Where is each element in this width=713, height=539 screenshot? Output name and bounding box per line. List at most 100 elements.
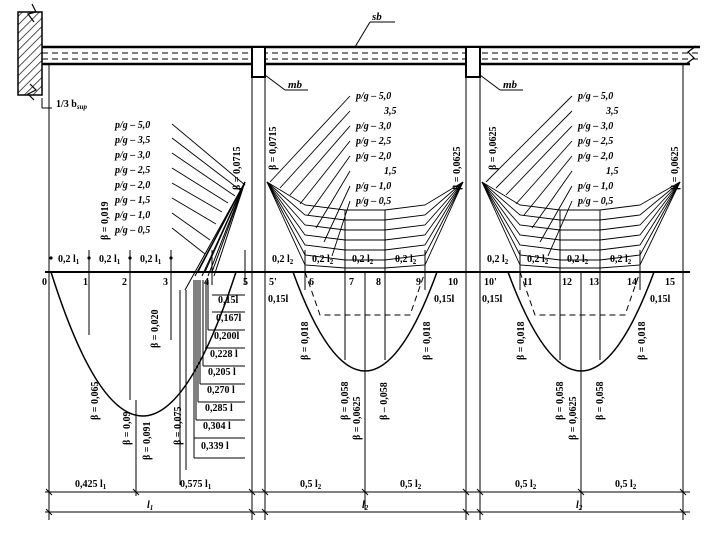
- ratio-span1-7: p/g – 1,0: [114, 210, 150, 221]
- beta-065: β = 0,065: [90, 382, 101, 420]
- svg-text:0,2 l2: 0,2 l2: [610, 254, 632, 266]
- beta-058-a: β = 0,058: [340, 382, 351, 420]
- beam-label-2: mb: [503, 79, 518, 91]
- svg-text:0,2 l2: 0,2 l2: [312, 254, 334, 266]
- point-0: 0: [42, 277, 47, 288]
- ratio-span1-5: p/g – 2,0: [114, 180, 150, 191]
- wall-support: [17, 3, 43, 101]
- svg-text:0,2 l1: 0,2 l1: [140, 254, 162, 266]
- beta-0625-a: β = 0,0625: [452, 147, 463, 190]
- span1-zero-dims: [179, 280, 245, 485]
- bottom-dim-2: 0,575 l1: [180, 479, 212, 491]
- ratio-span3-8: p/g – 0,5: [577, 196, 613, 207]
- slab: [42, 45, 700, 66]
- svg-text:0,2 l2: 0,2 l2: [352, 254, 374, 266]
- span-length-3: l2: [576, 500, 583, 512]
- point-2: 2: [122, 277, 127, 288]
- span3-ratio-leaders: [485, 95, 573, 257]
- beta-09: β = 0,09: [122, 412, 133, 445]
- svg-text:0,2 l2: 0,2 l2: [487, 254, 509, 266]
- ratio-span1-6: p/g – 1,5: [114, 195, 150, 206]
- span-length-1: l1: [147, 500, 153, 512]
- beta-018-b: β = 0,018: [422, 322, 433, 360]
- point-7: 7: [349, 277, 354, 288]
- ratio-span3-3: p/g – 3,0: [577, 121, 613, 132]
- ratio-span1-1: p/g – 5,0: [114, 120, 150, 131]
- point-10: 10: [448, 277, 458, 288]
- point-10p: 10': [484, 277, 497, 288]
- beta-019: β = 0,019: [100, 202, 111, 240]
- ratio-span2-1: p/g – 5,0: [355, 91, 391, 102]
- span-length-2: l2: [362, 500, 369, 512]
- svg-text:0,2 l2: 0,2 l2: [272, 254, 294, 266]
- svg-text:0,2 l1: 0,2 l1: [99, 254, 121, 266]
- ratio-span3-7: p/g – 1,0: [577, 181, 613, 192]
- beta-091: β = 0,091: [142, 422, 153, 460]
- ratio-span3-6: 1,5: [606, 166, 619, 177]
- beta-0625-e: β = 0,0625: [568, 397, 579, 440]
- beam-label-1: mb: [288, 79, 303, 91]
- end-dim-2: 0,15l: [434, 294, 455, 305]
- span3-ticks: [519, 210, 641, 510]
- span2-ticks: [304, 210, 426, 510]
- extension-lines: [48, 64, 684, 520]
- ratio-span3-4: p/g – 2,5: [577, 136, 613, 147]
- zero-dim-7: 0,285 l: [205, 403, 233, 414]
- support-dim: 1/3 bsup: [56, 99, 87, 111]
- ratio-span2-7: p/g – 1,0: [355, 181, 391, 192]
- ratio-span3-5: p/g – 2,0: [577, 151, 613, 162]
- bottom-dim-4: 0,5 l2: [400, 479, 422, 491]
- span1-ticks: [88, 250, 246, 400]
- beta-058-d: β = 0,058: [595, 382, 606, 420]
- ratio-span1-8: p/g – 0,5: [114, 225, 150, 236]
- svg-text:0,2 l2: 0,2 l2: [395, 254, 417, 266]
- zero-dim-3: 0,200l: [214, 331, 240, 342]
- svg-text:0,2 l1: 0,2 l1: [58, 254, 80, 266]
- point-5: 5: [243, 277, 248, 288]
- end-dim-1: 0,15l: [268, 294, 289, 305]
- bottom-dim-1: 0,425 l1: [75, 479, 107, 491]
- beam-2: [465, 46, 481, 78]
- zero-dim-8: 0,304 l: [203, 421, 231, 432]
- spacing-labels: 0,2 l1 0,2 l1 0,2 l1 0,2 l2 0,2 l2 0,2 l…: [58, 254, 632, 266]
- span1-ratio-leaders: [171, 123, 246, 255]
- ratio-span2-2: 3,5: [383, 106, 397, 117]
- beta-018-a: β = 0,018: [300, 322, 311, 360]
- axis-dots: [49, 256, 173, 260]
- ratio-span1-3: p/g – 3,0: [114, 150, 150, 161]
- beta-0715-a: β = 0,0715: [232, 147, 243, 190]
- ratio-span2-8: p/g – 0,5: [355, 196, 391, 207]
- svg-text:0,2 l2: 0,2 l2: [567, 254, 589, 266]
- span1-negative-lines: [184, 181, 246, 291]
- point-9: 9: [416, 277, 421, 288]
- beta-058-b: β – 0,058: [379, 382, 390, 420]
- beta-0715-b: β = 0,0715: [268, 127, 279, 170]
- zero-dim-5: 0,205 l: [208, 367, 236, 378]
- ratio-span2-5: p/g – 2,0: [355, 151, 391, 162]
- zero-dim-1: 0,15l: [218, 295, 239, 306]
- span2-negative-fan: [266, 181, 464, 269]
- point-14: 14: [627, 277, 637, 288]
- point-11: 11: [523, 277, 532, 288]
- beam-1: [251, 46, 266, 78]
- point-8: 8: [376, 277, 381, 288]
- span3-dashed: [519, 271, 641, 316]
- beta-075: β = 0,075: [173, 407, 184, 445]
- span1-parabola: [50, 271, 237, 417]
- end-dim-3: 0,15l: [482, 294, 503, 305]
- point-3: 3: [163, 277, 168, 288]
- span3-negative-fan: [481, 181, 681, 269]
- zero-dim-2: 0,167l: [216, 313, 242, 324]
- point-12: 12: [562, 277, 572, 288]
- zero-dim-6: 0,270 l: [207, 385, 235, 396]
- zero-dim-9: 0,339 l: [201, 441, 229, 452]
- svg-text:0,2 l2: 0,2 l2: [527, 254, 549, 266]
- ratio-span1-2: p/g – 3,5: [114, 135, 150, 146]
- bottom-dim-3: 0,5 l2: [300, 479, 322, 491]
- point-6: 6: [309, 277, 314, 288]
- bottom-dimensions: [45, 400, 690, 516]
- beta-020: β = 0,020: [150, 310, 161, 348]
- point-13: 13: [589, 277, 599, 288]
